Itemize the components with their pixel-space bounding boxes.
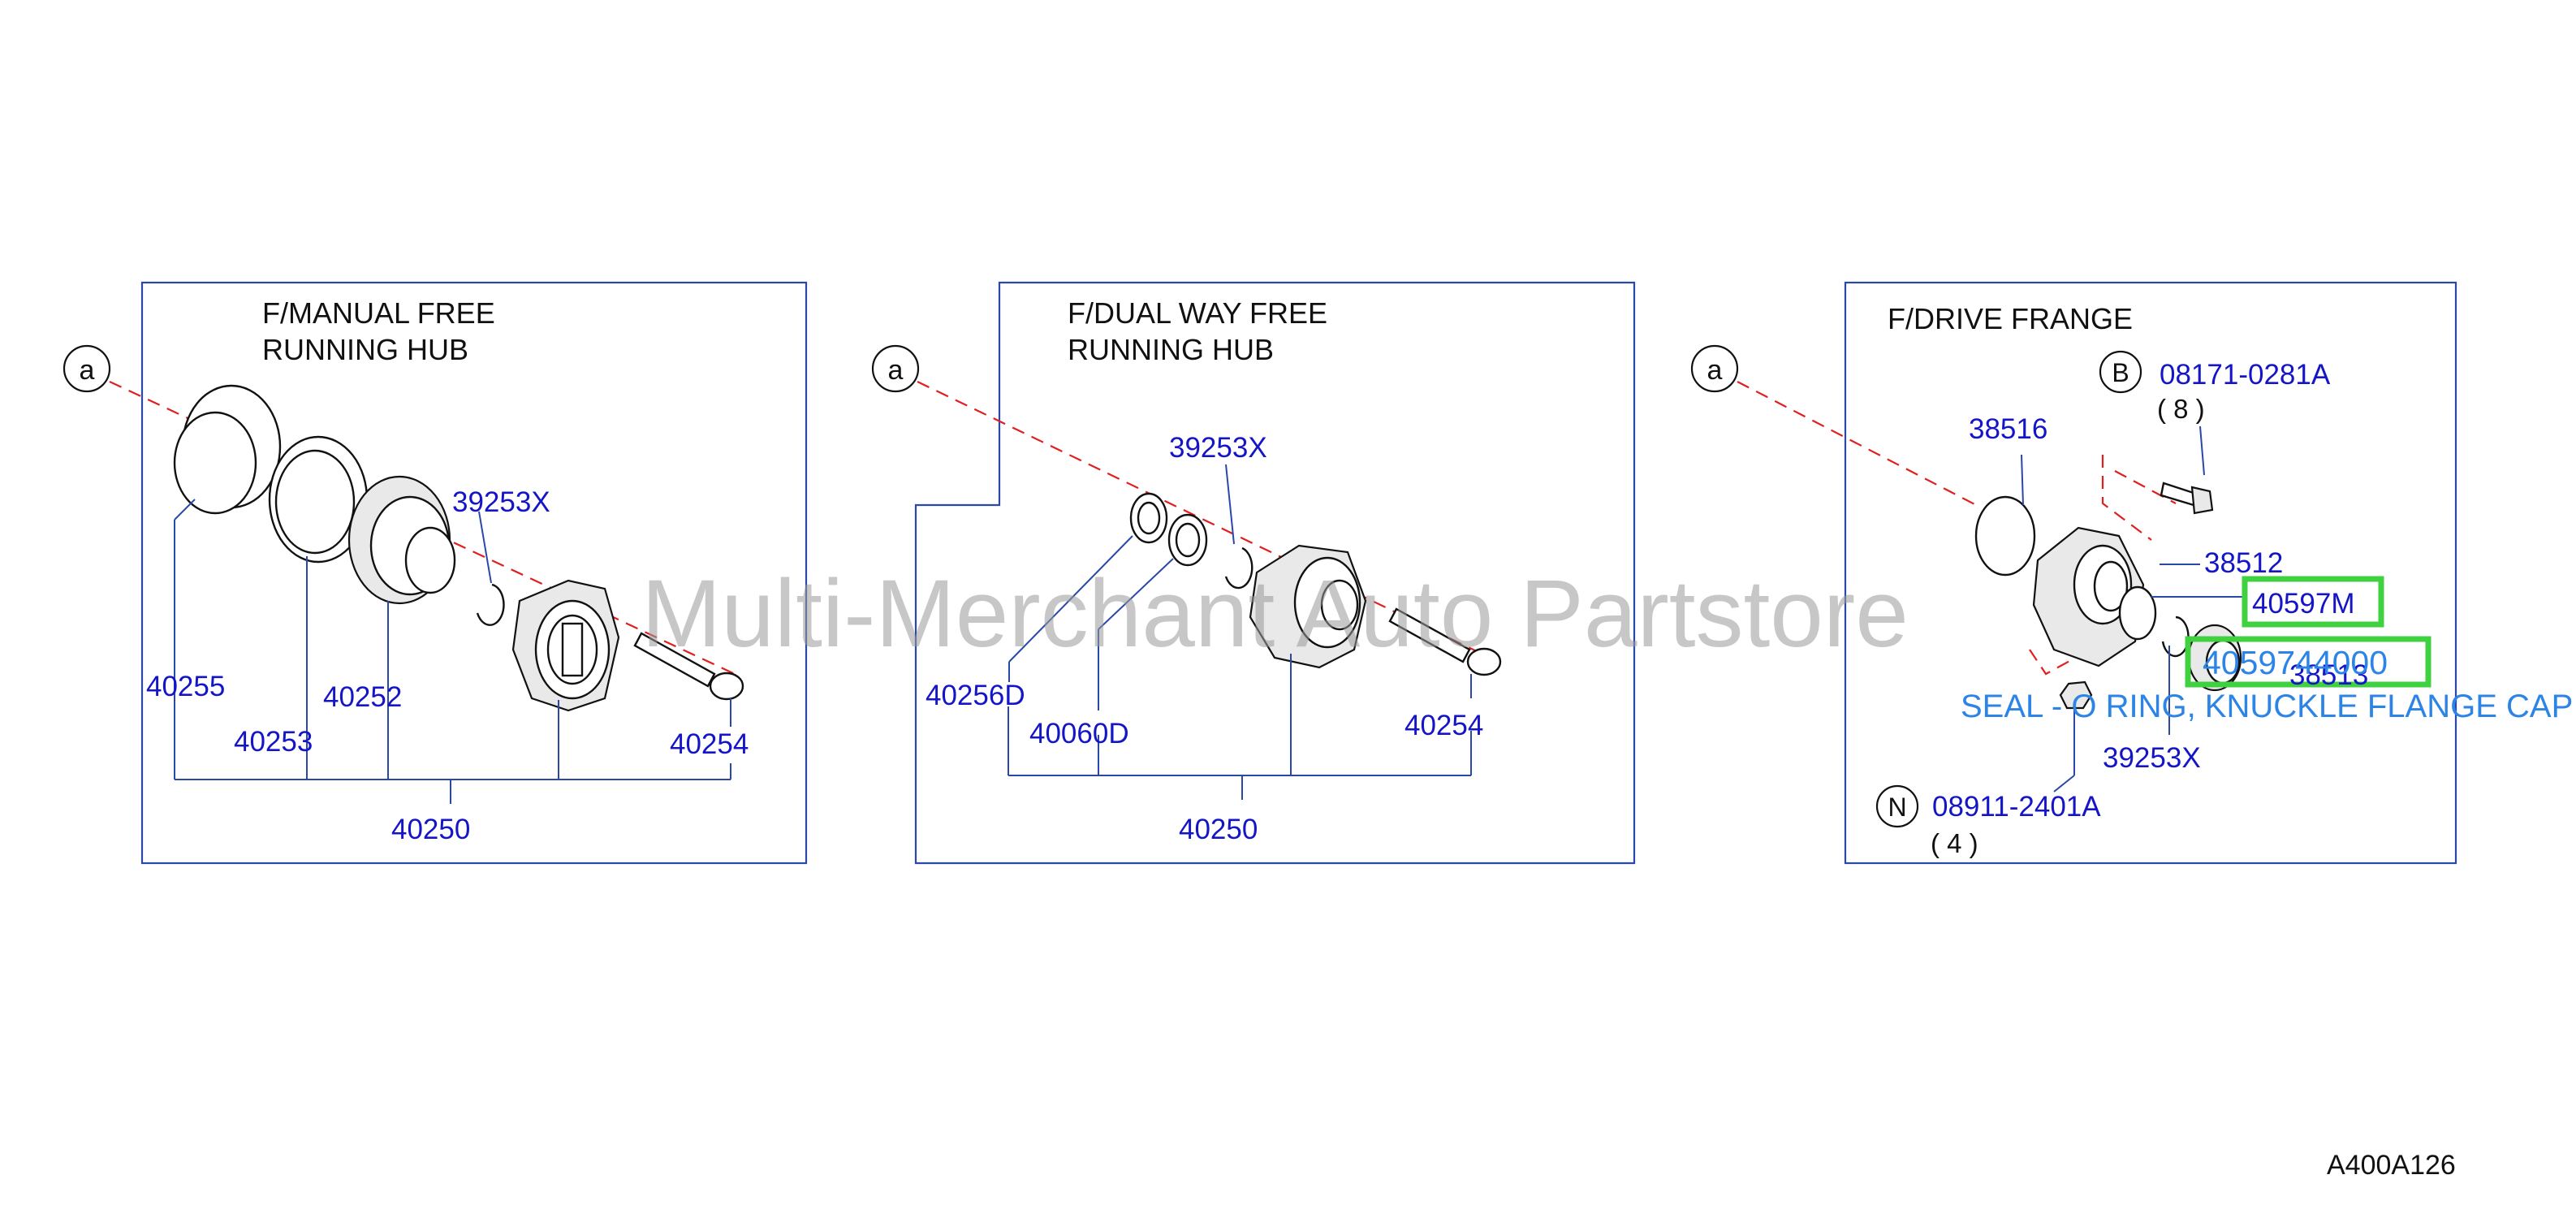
watermark-text: Multi-Merchant Auto Partstore [641,560,1909,667]
highlight-4059744000[interactable] [2185,636,2431,688]
part-hover-tooltip: SEAL - O RING, KNUCKLE FLANGE CAP [1961,689,2573,724]
callout-circle [63,344,111,393]
flange-bolt [2160,482,2214,515]
assembly-axis-dashes [2029,455,2152,676]
bolt-40254 [1388,607,1502,676]
ring-40255 [173,384,282,515]
drive-flange-38512 [2032,526,2145,667]
assembly-axis [1737,381,1982,508]
snap-ring-39253x [476,583,505,626]
callout-circle [871,344,920,393]
washer-40256d [1129,492,1168,544]
part-label-38516[interactable]: 38516 [1969,413,2047,445]
part-label-39253x[interactable]: 39253X [1169,432,1267,464]
part-label-40252[interactable]: 40252 [323,681,402,713]
panel-title-line2: RUNNING HUB [1068,333,1274,366]
callout-label: a [888,355,904,386]
snap-ring-39253x [1224,546,1253,590]
flange-nut [2059,680,2093,710]
hub-cap-assembly [511,579,620,712]
panel-frame [1844,281,2457,865]
part-label-40250[interactable]: 40250 [1179,814,1258,845]
panel-title-line1: F/MANUAL FREE [262,296,495,330]
snap-ring-39253x [2161,615,2190,658]
bolt-40254 [633,632,744,701]
part-label-40597m[interactable]: 40597M [2252,588,2354,620]
bolt-marker-label: B [2112,358,2129,387]
part-label-40254[interactable]: 40254 [1405,710,1483,741]
panel-frame [914,281,1636,865]
bolt-leader [2199,425,2205,476]
part-label-4059744000[interactable]: 4059744000 [2203,644,2388,681]
part-label-40255[interactable]: 40255 [146,671,225,702]
panel-frame [140,281,808,865]
part-label-40256d[interactable]: 40256D [926,680,1025,711]
part-label-38512[interactable]: 38512 [2204,547,2283,579]
part-label-40253[interactable]: 40253 [234,726,313,758]
panel-manual-free-running-hub: F/MANUAL FREE RUNNING HUB a [63,281,808,865]
part-label-39253x[interactable]: 39253X [2103,742,2201,774]
part-label-38513[interactable]: 38513 [2289,659,2368,691]
panel-drive-frange: F/DRIVE FRANGE a B 08171-0281A ( 8 ) [1690,281,2457,865]
lock-washer-40060d [1167,513,1208,567]
hub-cap-assembly [1249,544,1367,669]
hub-body-40252 [347,475,456,605]
part-label-40250[interactable]: 40250 [391,814,470,845]
panel-title-line1: F/DUAL WAY FREE [1068,296,1327,330]
callout-label: a [80,355,95,386]
bolt-marker-circle [2099,350,2142,394]
leader-lines [174,499,731,804]
highlight-40597m[interactable] [2242,576,2384,628]
part-label-40060d[interactable]: 40060D [1029,718,1129,749]
leader-lines [1008,464,1472,800]
part-label-08171-0281a[interactable]: 08171-0281A [2160,359,2331,391]
panel-dual-way-free-running-hub: F/DUAL WAY FREE RUNNING HUB a [871,281,1636,865]
leader-lines [2053,564,2246,793]
part-label-08911-2401a[interactable]: 08911-2401A [1932,791,2101,823]
o-ring-38516 [1974,495,2036,577]
panel-title: F/DRIVE FRANGE [1888,302,2133,335]
leader-38516 [2021,454,2024,506]
bolt-quantity: ( 8 ) [2157,394,2205,424]
nut-marker-circle [1875,784,1919,828]
callout-circle [1690,344,1739,393]
callout-label: a [1707,355,1723,386]
o-ring-40597m [2118,585,2157,641]
part-label-39253x[interactable]: 39253X [452,486,550,518]
seal-40253 [268,435,369,564]
nut-marker-label: N [1888,793,1906,822]
panel-title-line2: RUNNING HUB [262,333,468,366]
nut-quantity: ( 4 ) [1931,828,1978,858]
diagram-code: A400A126 [2327,1150,2456,1181]
part-label-40254[interactable]: 40254 [670,728,749,760]
bolt-axis [2114,470,2177,504]
